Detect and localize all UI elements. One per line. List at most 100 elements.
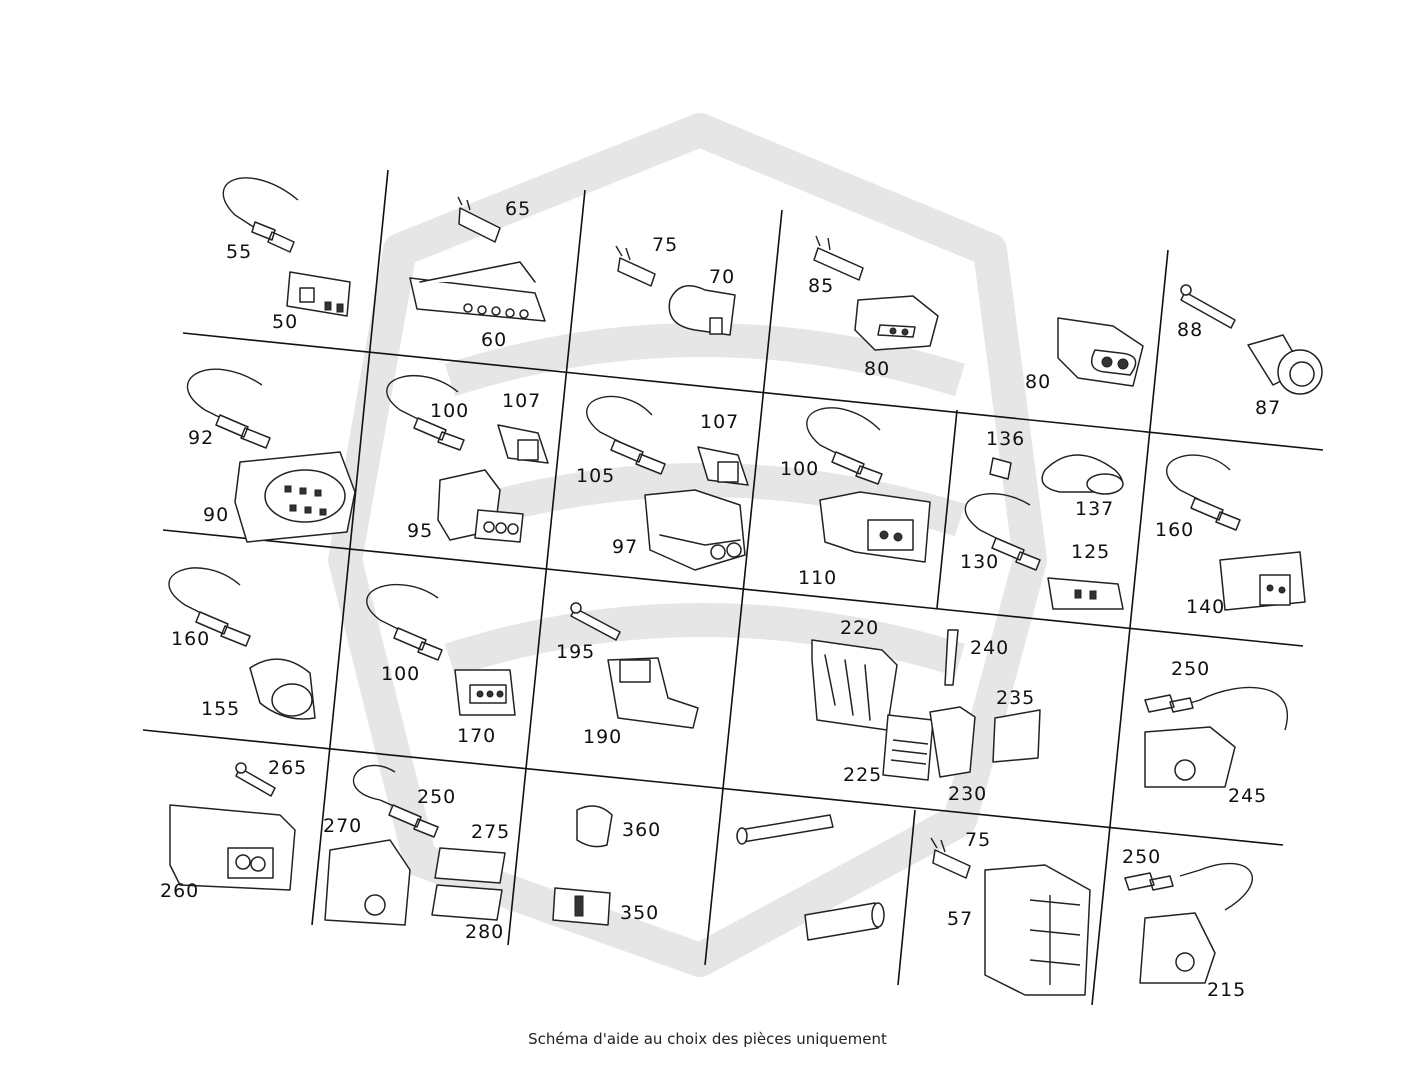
callout-80-b: 80 bbox=[1025, 371, 1051, 393]
part-88-pin bbox=[1180, 284, 1236, 329]
part-137-boot bbox=[1041, 454, 1124, 495]
callout-100-a: 100 bbox=[430, 400, 469, 422]
part-57-housing bbox=[984, 864, 1091, 996]
callout-60: 60 bbox=[481, 329, 507, 351]
part-65-terminal bbox=[457, 196, 501, 243]
part-130-lead bbox=[964, 492, 1041, 571]
grid-h1 bbox=[182, 332, 1324, 451]
part-190-connector bbox=[607, 657, 699, 729]
callout-160-a: 160 bbox=[1155, 519, 1194, 541]
part-125-connector bbox=[1047, 577, 1124, 610]
callout-155: 155 bbox=[201, 698, 240, 720]
diagram-caption: Schéma d'aide au choix des pièces unique… bbox=[528, 1030, 887, 1048]
grid-h2 bbox=[162, 529, 1304, 647]
part-55-lead bbox=[222, 177, 299, 253]
part-85-terminal bbox=[813, 235, 864, 281]
part-270-connector bbox=[324, 839, 411, 926]
grid-v6 bbox=[1091, 249, 1169, 1006]
callout-360: 360 bbox=[622, 819, 661, 841]
part-107-cap-a bbox=[497, 424, 549, 464]
part-107-cap-b bbox=[697, 446, 749, 486]
grid-v1 bbox=[311, 169, 389, 926]
grid-v2 bbox=[507, 189, 586, 946]
part-87-round-connector bbox=[1247, 334, 1323, 395]
callout-100-b: 100 bbox=[780, 458, 819, 480]
part-140-connector bbox=[1219, 551, 1306, 611]
part-170-connector bbox=[454, 669, 516, 716]
part-100-lead-b bbox=[806, 407, 883, 485]
callout-labels: 55 50 65 60 75 70 85 80 80 88 87 92 90 1… bbox=[160, 198, 1280, 1001]
part-60-connector bbox=[409, 261, 546, 322]
callout-92: 92 bbox=[188, 427, 214, 449]
callout-107-a: 107 bbox=[502, 390, 541, 412]
part-260-connector bbox=[169, 804, 296, 891]
callout-65: 65 bbox=[505, 198, 531, 220]
part-pin-assembly-b bbox=[804, 902, 885, 941]
callout-195: 195 bbox=[556, 641, 595, 663]
part-95-connector bbox=[437, 469, 524, 543]
callout-350: 350 bbox=[620, 902, 659, 924]
part-250-lead-a bbox=[1144, 686, 1288, 731]
callout-190: 190 bbox=[583, 726, 622, 748]
callout-250-b: 250 bbox=[417, 786, 456, 808]
callout-170: 170 bbox=[457, 725, 496, 747]
part-360-cap bbox=[576, 805, 613, 848]
grid-lines bbox=[142, 169, 1324, 1006]
part-155-connector bbox=[249, 658, 316, 720]
part-225-connector bbox=[882, 714, 934, 781]
callout-140: 140 bbox=[1186, 596, 1225, 618]
callout-136: 136 bbox=[986, 428, 1025, 450]
grid-v4 bbox=[936, 409, 958, 609]
callout-265: 265 bbox=[268, 757, 307, 779]
part-275-connector bbox=[434, 847, 506, 884]
part-110-connector bbox=[819, 491, 931, 563]
callout-97: 97 bbox=[612, 536, 638, 558]
callout-57: 57 bbox=[947, 908, 973, 930]
callout-125: 125 bbox=[1071, 541, 1110, 563]
part-160-lead-b bbox=[168, 567, 251, 647]
part-245-connector bbox=[1144, 726, 1236, 788]
callout-75-b: 75 bbox=[965, 829, 991, 851]
part-136-plug bbox=[989, 457, 1012, 480]
part-105-lead bbox=[586, 395, 666, 475]
callout-235: 235 bbox=[996, 687, 1035, 709]
callout-75-a: 75 bbox=[652, 234, 678, 256]
part-160-lead-a bbox=[1166, 454, 1241, 531]
part-350-connector bbox=[552, 887, 611, 926]
callout-230: 230 bbox=[948, 783, 987, 805]
callout-107-b: 107 bbox=[700, 411, 739, 433]
callout-275: 275 bbox=[471, 821, 510, 843]
part-75-terminal bbox=[615, 245, 656, 287]
part-100-lead-a bbox=[386, 375, 465, 451]
grid-v3 bbox=[704, 209, 783, 966]
callout-55: 55 bbox=[226, 241, 252, 263]
part-92-lead bbox=[186, 368, 271, 449]
part-75-terminal-b bbox=[930, 837, 971, 879]
callout-88: 88 bbox=[1177, 319, 1203, 341]
callout-100-c: 100 bbox=[381, 663, 420, 685]
part-250-lead-c bbox=[1124, 862, 1253, 911]
grid-v5 bbox=[897, 809, 916, 986]
callout-260: 260 bbox=[160, 880, 199, 902]
callout-240: 240 bbox=[970, 637, 1009, 659]
part-80-connector-large bbox=[1057, 317, 1144, 387]
callout-95: 95 bbox=[407, 520, 433, 542]
part-70-connector bbox=[668, 285, 736, 336]
callout-250-c: 250 bbox=[1122, 846, 1161, 868]
callout-110: 110 bbox=[798, 567, 837, 589]
callout-90: 90 bbox=[203, 504, 229, 526]
part-195-pin bbox=[570, 602, 621, 641]
callout-220: 220 bbox=[840, 617, 879, 639]
part-50-connector bbox=[286, 271, 351, 317]
callout-85: 85 bbox=[808, 275, 834, 297]
callout-245: 245 bbox=[1228, 785, 1267, 807]
part-97-connector bbox=[644, 489, 746, 571]
callout-130: 130 bbox=[960, 551, 999, 573]
callout-225: 225 bbox=[843, 764, 882, 786]
callout-105: 105 bbox=[576, 465, 615, 487]
callout-270: 270 bbox=[323, 815, 362, 837]
callout-160-b: 160 bbox=[171, 628, 210, 650]
callout-50: 50 bbox=[272, 311, 298, 333]
callout-215: 215 bbox=[1207, 979, 1246, 1001]
